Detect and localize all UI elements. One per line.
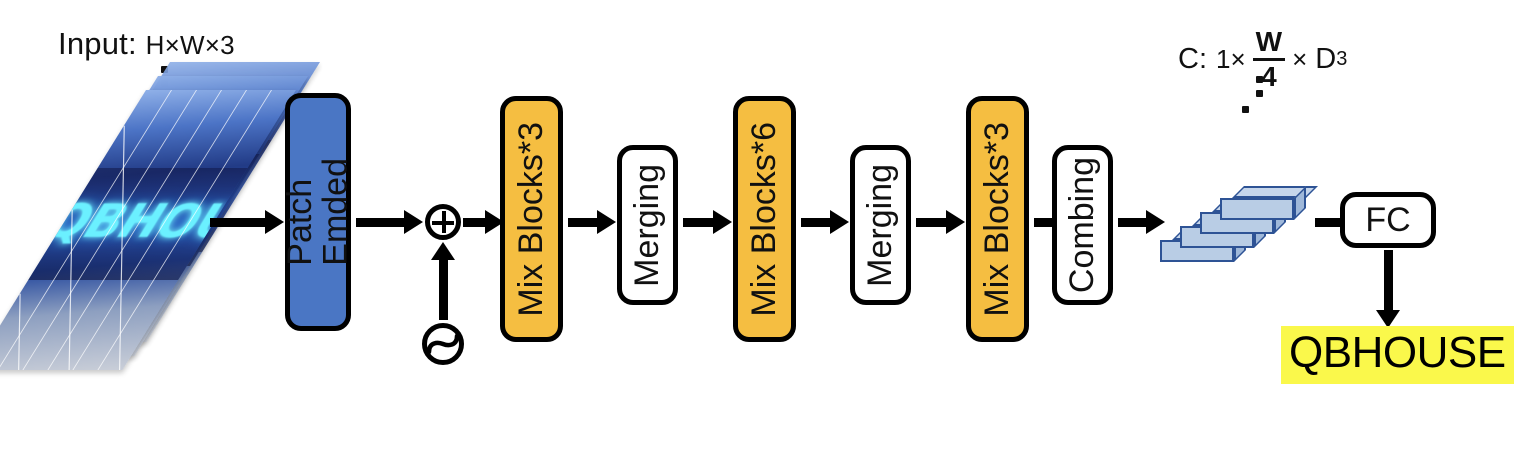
feature-label-first-dim: 1× <box>1216 44 1246 74</box>
block-mix-blocks-1-label: Mix Blocks*3 <box>511 121 550 317</box>
arrow-combing-to-features <box>1118 210 1165 234</box>
arrow-merging1-to-mix2 <box>683 210 732 234</box>
block-mix-blocks-3[interactable]: Mix Blocks*3 <box>966 96 1029 342</box>
input-label: Input: H×W×3 <box>58 26 235 62</box>
feature-label-times: × <box>1292 44 1308 74</box>
block-fc-label: FC <box>1365 200 1411 239</box>
block-combing[interactable]: Combing <box>1052 145 1113 305</box>
block-mix-blocks-3-label: Mix Blocks*3 <box>977 121 1016 317</box>
arrow-merging2-to-mix3 <box>916 210 965 234</box>
positional-encoding-icon <box>421 322 465 366</box>
feature-label-numerator: W <box>1255 26 1283 57</box>
arrow-posenc-to-sum <box>431 242 455 320</box>
block-merging-1[interactable]: Merging <box>617 145 678 305</box>
input-image-stack: QBHOUSE <box>0 62 321 442</box>
output-prediction-text: QBHOUSE <box>1281 326 1514 384</box>
feature-bar <box>1220 186 1318 220</box>
input-image-sheet-front: QBHOUSE <box>0 90 297 370</box>
block-merging-2[interactable]: Merging <box>850 145 911 305</box>
arrow-mix1-to-merging1 <box>568 210 616 234</box>
feature-label-fraction: W 4 <box>1252 26 1286 92</box>
block-mix-blocks-2[interactable]: Mix Blocks*6 <box>733 96 796 342</box>
block-merging-2-label: Merging <box>860 163 899 287</box>
arrow-input-to-patch-embed <box>210 210 284 234</box>
feature-tensor-bars <box>1160 186 1318 266</box>
feature-shape-label: C: 1× W 4 × D 3 <box>1178 28 1347 91</box>
arrow-patch-embed-to-sum <box>356 210 423 234</box>
block-mix-blocks-1[interactable]: Mix Blocks*3 <box>500 96 563 342</box>
input-label-dims: H×W×3 <box>145 30 235 60</box>
block-combing-label: Combing <box>1062 156 1101 294</box>
arrow-sum-to-mix-blocks-1 <box>463 210 504 234</box>
feature-label-last-dim: D <box>1315 43 1337 75</box>
arrow-fc-to-output <box>1376 250 1400 328</box>
input-label-prefix: Input: <box>58 26 137 61</box>
block-fc[interactable]: FC <box>1340 192 1436 248</box>
arrow-mix2-to-merging2 <box>801 210 849 234</box>
feature-label-denominator: 4 <box>1261 61 1277 92</box>
block-mix-blocks-2-label: Mix Blocks*6 <box>744 121 783 317</box>
block-merging-1-label: Merging <box>627 163 666 287</box>
feature-label-last-dim-sub: 3 <box>1336 48 1348 70</box>
feature-label-prefix: C: <box>1178 43 1207 75</box>
feature-label-ellipsis <box>1240 76 1280 136</box>
sum-node-icon <box>425 204 461 240</box>
